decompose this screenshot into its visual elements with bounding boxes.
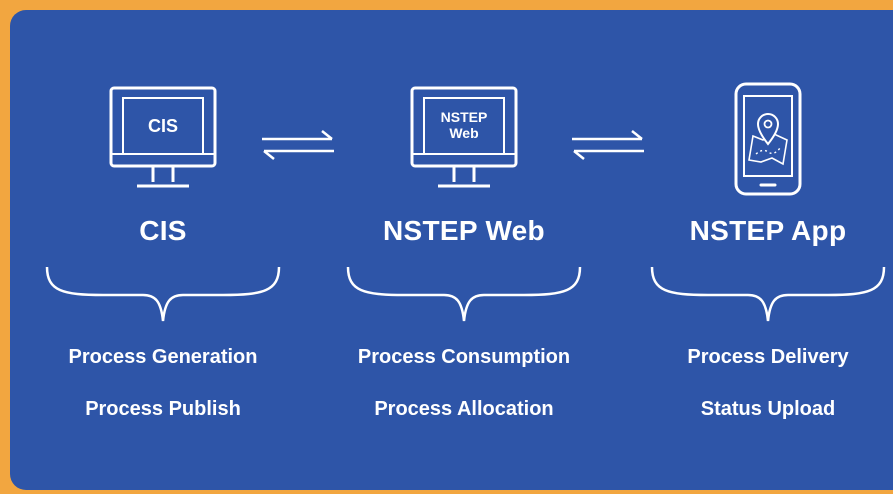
desktop-monitor-icon: NSTEP Web bbox=[334, 82, 594, 200]
cis-column: CIS CIS Process Generation Process Publi… bbox=[33, 10, 293, 490]
bidirectional-arrows-icon bbox=[568, 128, 648, 162]
nstep-app-title: NSTEP App bbox=[689, 215, 847, 246]
list-item: Status Upload bbox=[700, 398, 836, 420]
nstep-web-column: NSTEP Web NSTEP Web Process Consumption … bbox=[334, 10, 594, 490]
nstep-app-column: NSTEP App Process Delivery Status Upload bbox=[638, 10, 893, 490]
list-item: Process Generation bbox=[68, 346, 258, 368]
list-item: Process Consumption bbox=[357, 346, 571, 368]
desktop-monitor-icon: CIS bbox=[33, 82, 293, 200]
cis-screen-label: CIS bbox=[148, 116, 178, 136]
diagram-panel: CIS CIS Process Generation Process Publi… bbox=[10, 10, 893, 490]
curly-brace-icon bbox=[334, 265, 594, 335]
nstep-web-screen-label-line1: NSTEP bbox=[441, 109, 488, 125]
curly-brace-icon bbox=[638, 265, 893, 335]
list-item: Process Publish bbox=[85, 398, 241, 420]
cis-title: CIS bbox=[139, 215, 187, 246]
nstep-web-screen-label-line2: Web bbox=[449, 125, 478, 141]
nstep-web-title: NSTEP Web bbox=[383, 215, 545, 246]
list-item: Process Delivery bbox=[687, 346, 849, 368]
list-item: Process Allocation bbox=[374, 398, 554, 420]
smartphone-map-pin-icon bbox=[638, 82, 893, 200]
curly-brace-icon bbox=[33, 265, 293, 335]
bidirectional-arrows-icon bbox=[258, 128, 338, 162]
